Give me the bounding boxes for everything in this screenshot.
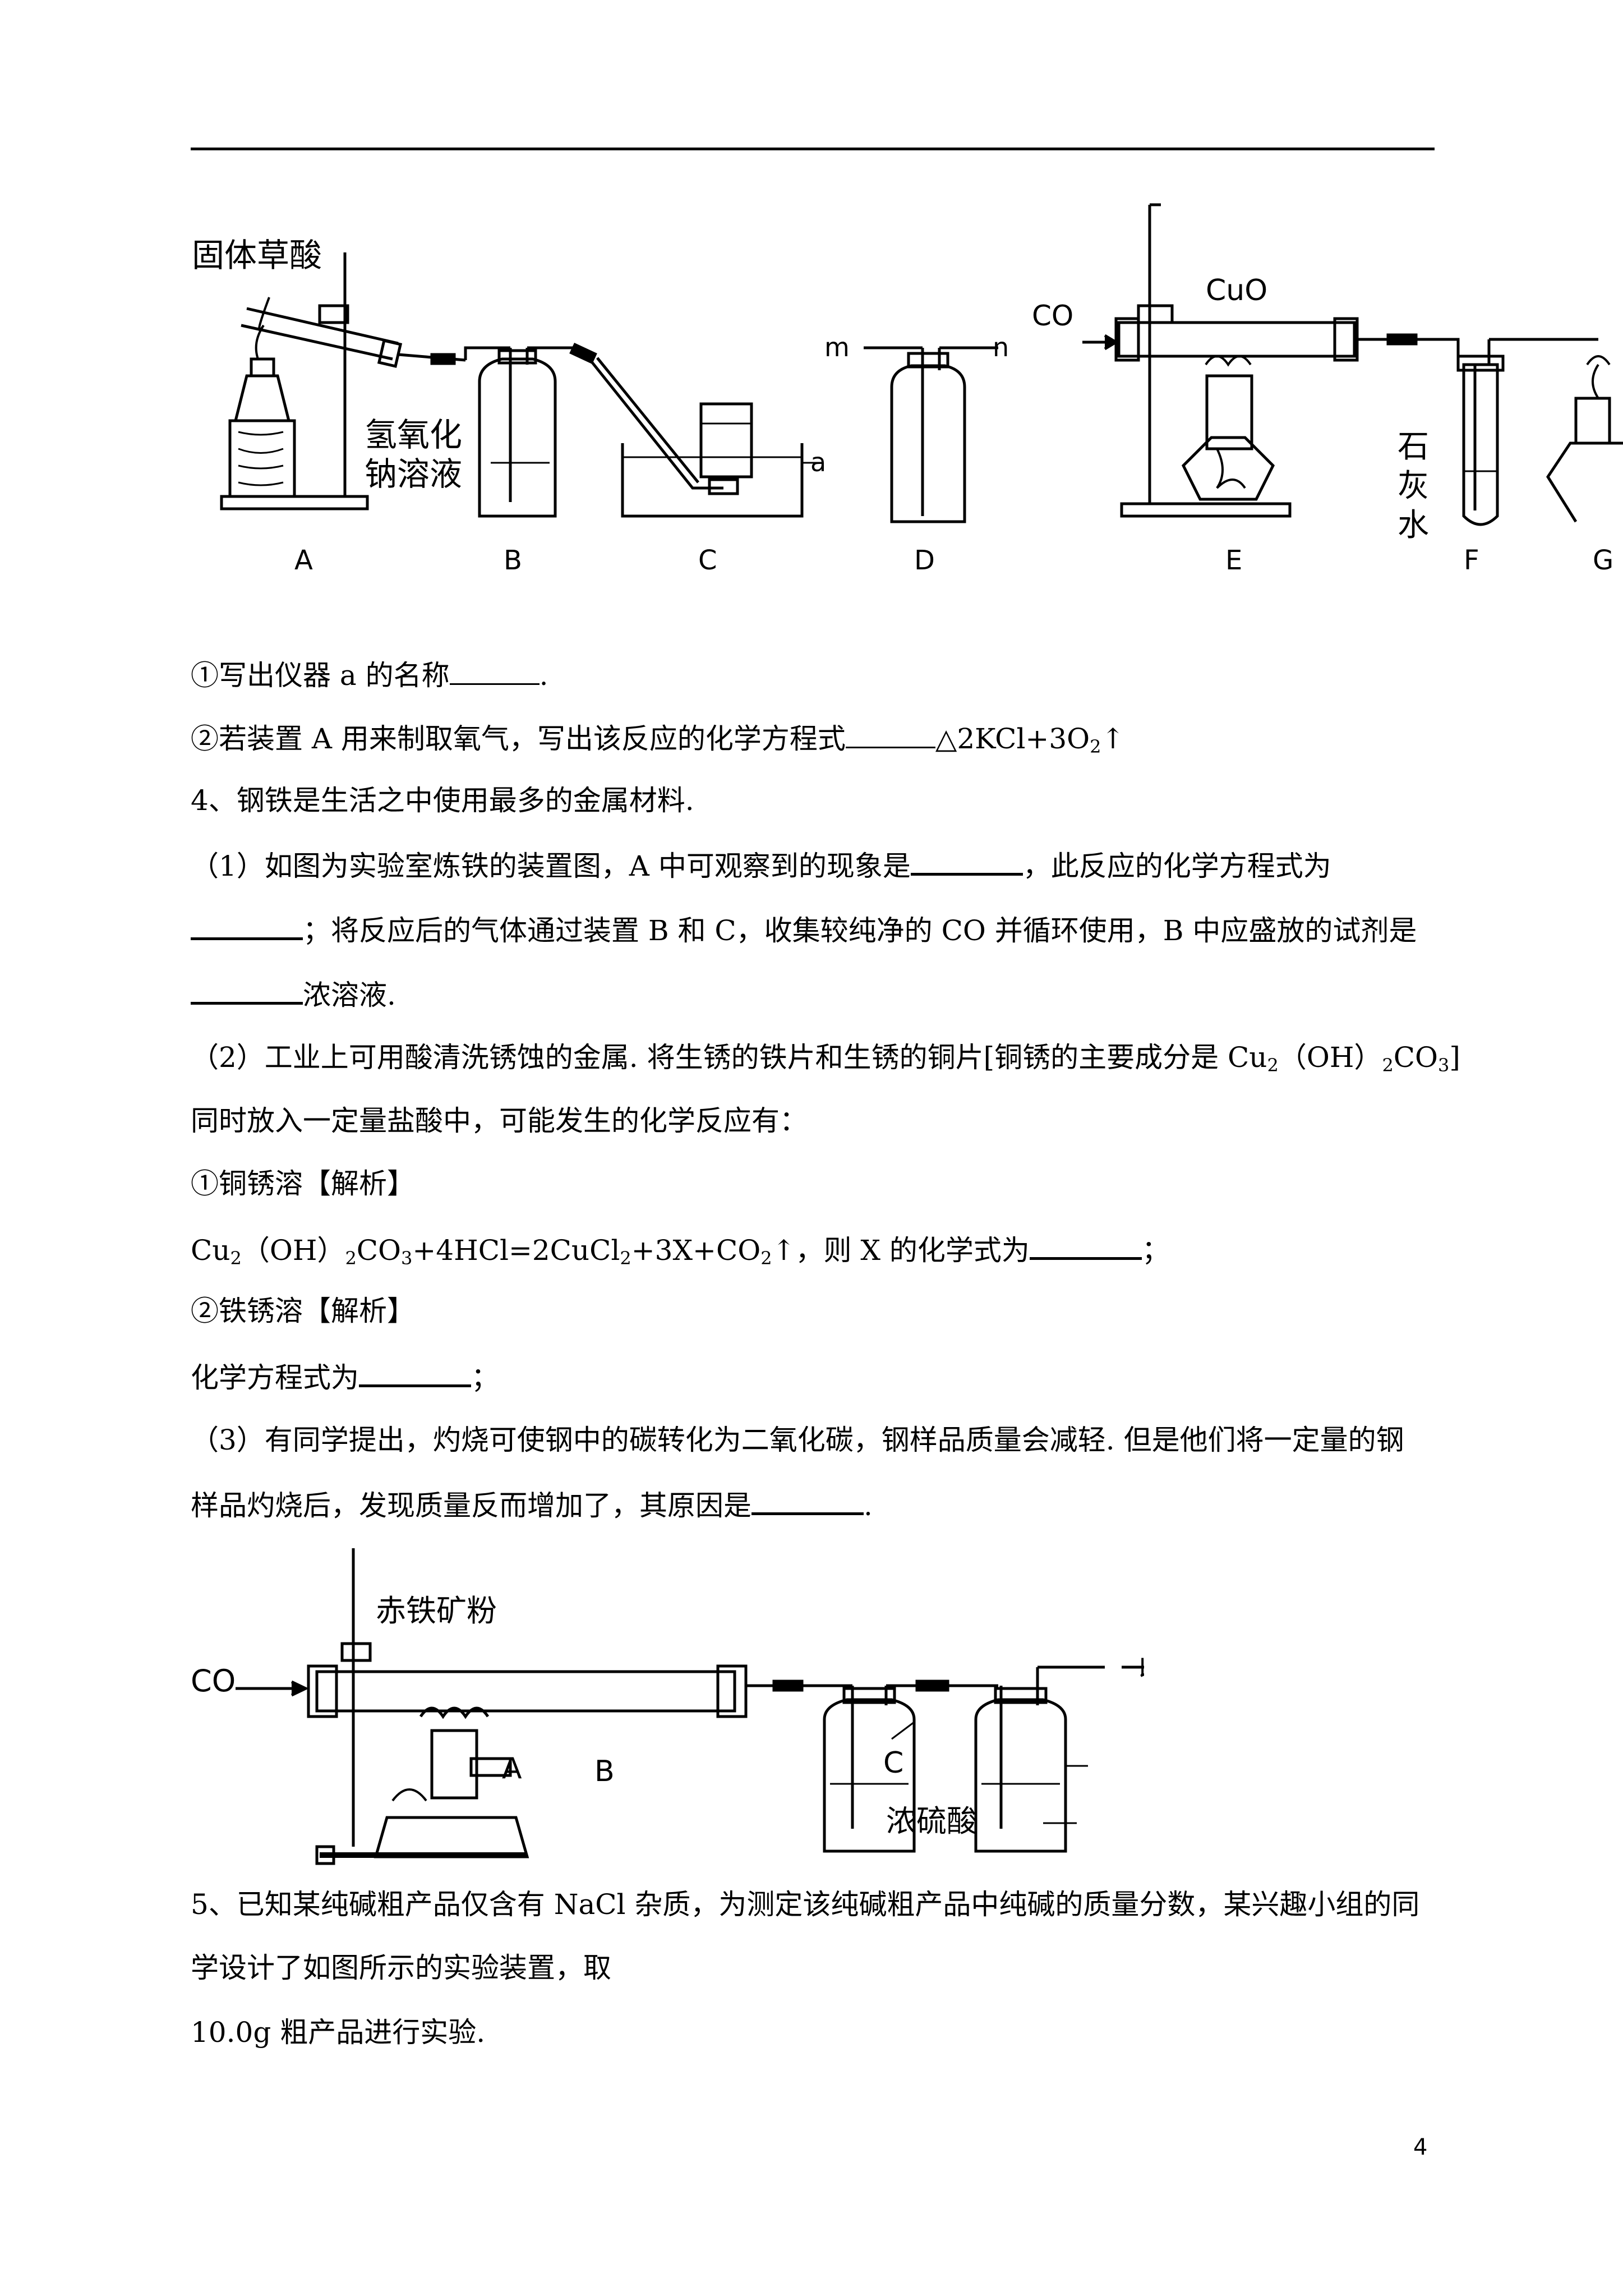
label-collect-co: 收集CO: [1138, 1652, 1144, 1687]
caption-a: A: [294, 545, 313, 576]
answer-blank[interactable]: [845, 721, 935, 748]
q4-copper-eq: Cu2（OH）2CO3+4HCl=2CuCl2+3X+CO2↑，则 X 的化学式…: [191, 1231, 1170, 1275]
caption-d: D: [914, 545, 935, 576]
label-lime-2: 灰: [1398, 468, 1429, 504]
answer-blank[interactable]: [910, 847, 1023, 876]
q4-copper: ①铜锈溶【解析】: [191, 1167, 415, 1200]
q3-item-2: ②若装置 A 用来制取氧气，写出该反应的化学方程式△2KCl+3O2↑: [191, 721, 1124, 763]
q4-p1-line2: ；将反应后的气体通过装置 B 和 C，收集较纯净的 CO 并循环使用，B 中应盛…: [191, 912, 1417, 947]
label-m: m: [824, 332, 850, 362]
q4-p3-line2: 样品灼烧后，发现质量反而增加了，其原因是.: [191, 1487, 873, 1522]
label-solid-oxalic: 固体草酸: [192, 236, 322, 274]
apparatus-figure-2: 赤铁矿粉 CO 收集CO A B C 浓硫酸: [191, 1548, 1144, 1865]
q4-p1-line3: 浓溶液.: [191, 976, 396, 1012]
label-lime-3: 水: [1398, 507, 1429, 544]
q4-p2-line2: 同时放入一定量盐酸中，可能发生的化学反应有：: [191, 1105, 808, 1137]
caption-b: B: [504, 545, 522, 576]
label-lime-1: 石: [1398, 429, 1429, 465]
answer-blank[interactable]: [191, 976, 303, 1005]
q4-iron-eq: 化学方程式为；: [191, 1359, 499, 1395]
q4-title: 4、钢铁是生活之中使用最多的金属材料.: [191, 784, 694, 817]
q3-item-1: ①写出仪器 a 的名称.: [191, 657, 548, 692]
answer-blank[interactable]: [751, 1487, 864, 1515]
caption-f: F: [1464, 545, 1479, 576]
label-b-2: B: [594, 1755, 615, 1788]
apparatus-figure-1: 固体草酸 氢氧化 钠溶液 a m n CO CuO 石 灰 水 A B C D …: [192, 203, 1623, 576]
header-rule: [191, 148, 1435, 150]
label-co-inlet: CO: [1032, 300, 1073, 332]
caption-c: C: [698, 545, 717, 576]
q5-line2: 学设计了如图所示的实验装置，取: [191, 1952, 611, 1984]
q4-p1-line1: （1）如图为实验室炼铁的装置图，A 中可观察到的现象是，此反应的化学方程式为: [191, 847, 1331, 883]
label-a-2: A: [502, 1752, 522, 1786]
answer-blank[interactable]: [449, 657, 540, 685]
caption-e: E: [1225, 545, 1242, 576]
q5-line3: 10.0g 粗产品进行实验.: [191, 2016, 486, 2049]
label-instrument-a: a: [810, 447, 826, 477]
label-naoh-2: 钠溶液: [365, 455, 462, 493]
label-c-2: C: [883, 1746, 903, 1780]
label-cuo: CuO: [1206, 274, 1267, 307]
label-n: n: [993, 332, 1009, 362]
label-co-inlet-2: CO: [191, 1663, 236, 1699]
label-conc-acid: 浓硫酸: [886, 1803, 977, 1839]
label-hematite: 赤铁矿粉: [376, 1593, 497, 1628]
answer-blank[interactable]: [191, 912, 303, 940]
q4-iron: ②铁锈溶【解析】: [191, 1295, 415, 1327]
q4-p3-line1: （3）有同学提出，灼烧可使钢中的碳转化为二氧化碳，钢样品质量会减轻. 但是他们将…: [191, 1424, 1404, 1456]
page-number: 4: [1413, 2134, 1428, 2160]
q5-line1: 5、已知某纯碱粗产品仅含有 NaCl 杂质，为测定该纯碱粗产品中纯碱的质量分数，…: [191, 1888, 1420, 1921]
caption-g: G: [1593, 545, 1613, 576]
label-naoh-1: 氢氧化: [365, 416, 462, 454]
answer-blank[interactable]: [1029, 1231, 1142, 1260]
answer-blank[interactable]: [359, 1359, 471, 1387]
q4-p2-line1: （2）工业上可用酸清洗锈蚀的金属. 将生锈的铁片和生锈的铜片[铜锈的主要成分是 …: [191, 1041, 1460, 1076]
